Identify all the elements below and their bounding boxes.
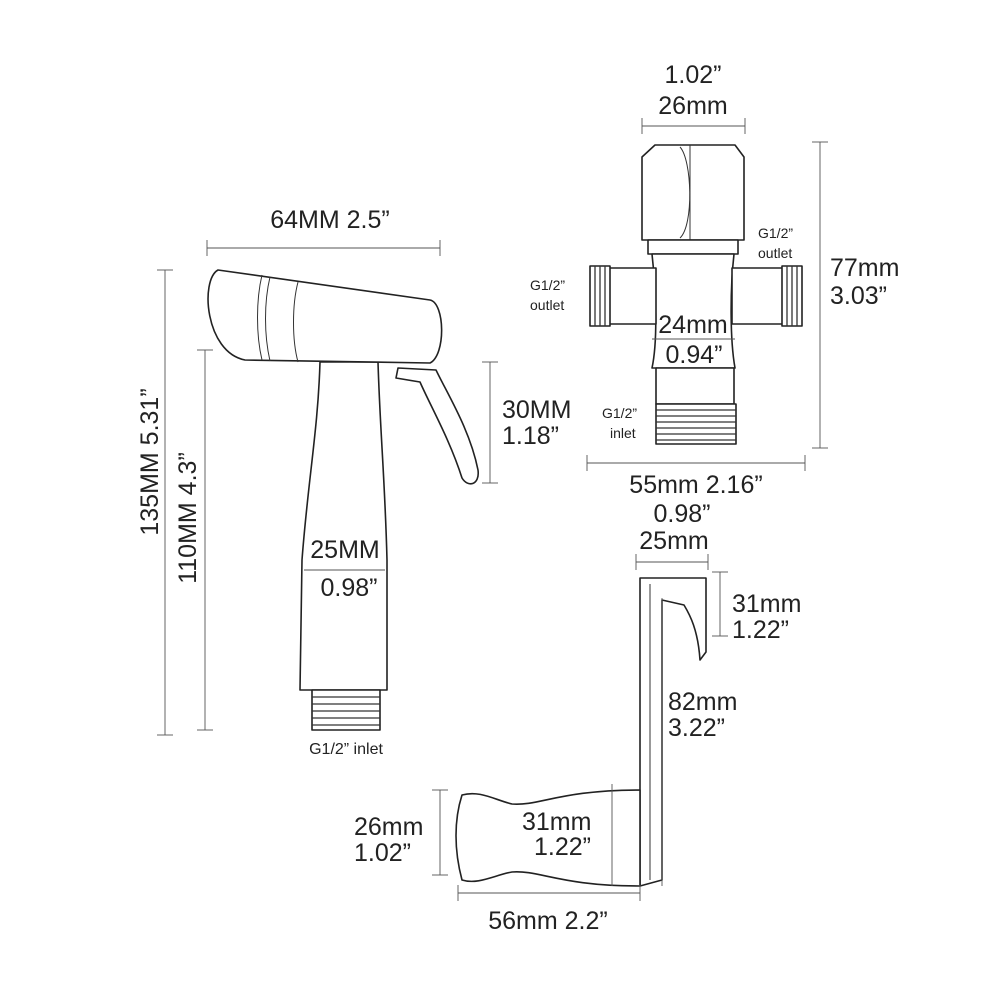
- valve-inlet-thread: [655, 403, 737, 445]
- holder-hook-in-label: 1.22”: [732, 616, 789, 644]
- valve-inlet-label-1: G1/2”: [602, 405, 637, 421]
- holder-cradle-w-mm-label: 31mm: [522, 808, 591, 836]
- holder-dimension-lines: [432, 554, 728, 901]
- holder-length-label: 56mm 2.2”: [488, 907, 607, 935]
- valve-body-in-label: 0.94”: [666, 341, 723, 369]
- valve-collar: [647, 239, 739, 255]
- valve-top-in-label: 1.02”: [665, 61, 722, 89]
- valve-left-outlet-label-2: outlet: [530, 297, 564, 313]
- sprayer-dimension-lines: [157, 240, 498, 736]
- holder-height-in-label: 3.22”: [668, 714, 725, 742]
- sprayer-inlet-thread: [311, 689, 381, 731]
- sprayer-head: [207, 269, 443, 364]
- sprayer-drawing: [207, 269, 479, 731]
- valve-inlet-label-2: inlet: [610, 425, 636, 441]
- valve-body-mm-label: 24mm: [658, 311, 727, 339]
- sprayer-handle: [299, 361, 388, 691]
- valve-drawing: [589, 144, 803, 445]
- holder-hook-width-in-label: 0.98”: [654, 500, 711, 528]
- valve-dimension-lines: [586, 118, 828, 471]
- sprayer-trigger: [395, 367, 479, 485]
- sprayer-trigger-in-label: 1.18”: [502, 422, 559, 450]
- holder-cradle-h-in-label: 1.02”: [354, 839, 411, 867]
- valve-right-outlet: [731, 267, 787, 325]
- valve-hex-nut: [641, 144, 745, 241]
- valve-left-outlet-label-1: G1/2”: [530, 277, 565, 293]
- valve-top-mm-label: 26mm: [658, 92, 727, 120]
- holder-cradle: [455, 789, 641, 887]
- holder-height-mm-label: 82mm: [668, 688, 737, 716]
- holder-hook-width-mm-label: 25mm: [639, 527, 708, 555]
- valve-height-in-label: 3.03”: [830, 282, 887, 310]
- sprayer-width-label: 64MM 2.5”: [270, 206, 389, 234]
- valve-lower-collar: [655, 367, 735, 405]
- sprayer-body-height-label: 110MM 4.3”: [174, 452, 202, 584]
- sprayer-diameter-in-label: 0.98”: [321, 574, 378, 602]
- sprayer-inlet-label: G1/2” inlet: [309, 741, 383, 758]
- valve-height-mm-label: 77mm: [830, 254, 899, 282]
- valve-right-outlet-label-2: outlet: [758, 245, 792, 261]
- sprayer-diameter-mm-label: 25MM: [310, 536, 379, 564]
- holder-hook-mm-label: 31mm: [732, 590, 801, 618]
- sprayer-total-height-label: 135MM 5.31”: [136, 388, 164, 535]
- holder-cradle-h-mm-label: 26mm: [354, 813, 423, 841]
- valve-width-label: 55mm 2.16”: [629, 471, 762, 499]
- holder-cradle-w-in-label: 1.22”: [534, 833, 591, 861]
- valve-left-outlet: [605, 267, 657, 325]
- sprayer-trigger-mm-label: 30MM: [502, 396, 571, 424]
- valve-right-outlet-label-1: G1/2”: [758, 225, 793, 241]
